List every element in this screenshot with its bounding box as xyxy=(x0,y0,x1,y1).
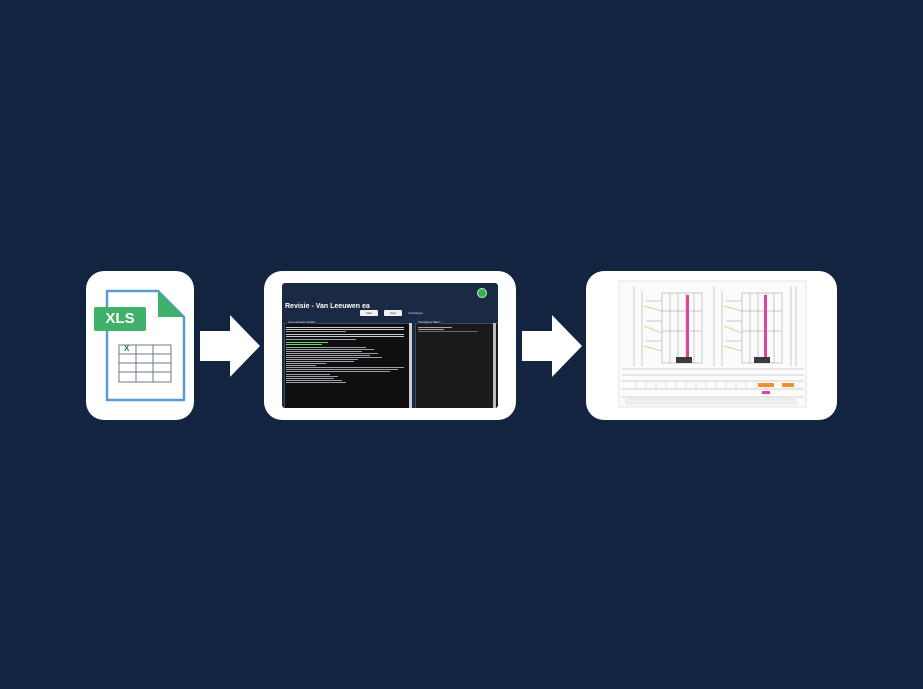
progress-label: Voortgang Taken xyxy=(417,320,442,324)
console-line xyxy=(286,334,404,335)
technical-drawing-card xyxy=(586,271,837,420)
arrow-right-icon xyxy=(200,315,260,377)
xls-file-card: XLS X xyxy=(86,271,194,420)
xls-badge-label: XLS xyxy=(105,310,135,327)
console-line xyxy=(286,339,356,340)
console-scrollbar[interactable] xyxy=(409,323,412,408)
console-line xyxy=(286,336,404,337)
console-line xyxy=(286,357,382,358)
start-button[interactable]: Start xyxy=(360,310,378,316)
console-line xyxy=(286,355,370,356)
console-line xyxy=(286,380,342,381)
console-line xyxy=(286,327,404,328)
console-line xyxy=(286,365,316,366)
console-line xyxy=(286,353,378,354)
progress-line xyxy=(418,331,478,332)
console-line xyxy=(286,344,322,345)
technical-drawing-icon xyxy=(618,280,807,408)
app-window: Revisie - Van Leeuwen ea Start Stop Inst… xyxy=(282,283,498,408)
console-line xyxy=(286,347,366,348)
console-line xyxy=(286,342,328,343)
settings-link[interactable]: Instellingen xyxy=(408,311,424,315)
console-line xyxy=(286,361,354,362)
console-line xyxy=(286,367,404,368)
console-label: Live Console Output xyxy=(287,320,317,324)
console-line xyxy=(286,359,358,360)
revision-app-card: Revisie - Van Leeuwen ea Start Stop Inst… xyxy=(264,271,516,420)
app-title: Revisie - Van Leeuwen ea xyxy=(285,303,370,310)
progress-scrollbar[interactable] xyxy=(493,323,496,408)
arrow-right-icon xyxy=(522,315,582,377)
console-line xyxy=(286,329,404,330)
console-line xyxy=(286,374,330,375)
stop-button[interactable]: Stop xyxy=(384,310,402,316)
progress-line xyxy=(418,327,452,328)
console-line xyxy=(286,371,390,372)
console-line xyxy=(286,331,346,332)
console-line xyxy=(286,378,334,379)
progress-line xyxy=(418,329,444,330)
xls-grid-letter: X xyxy=(124,344,130,353)
excel-spreadsheet-icon xyxy=(94,289,186,402)
console-line xyxy=(286,351,362,352)
console-line xyxy=(286,349,374,350)
console-line xyxy=(286,376,338,377)
status-ok-icon xyxy=(477,288,487,298)
progress-panel xyxy=(415,323,498,408)
console-line xyxy=(286,369,398,370)
console-line xyxy=(286,363,326,364)
console-line xyxy=(286,382,346,383)
